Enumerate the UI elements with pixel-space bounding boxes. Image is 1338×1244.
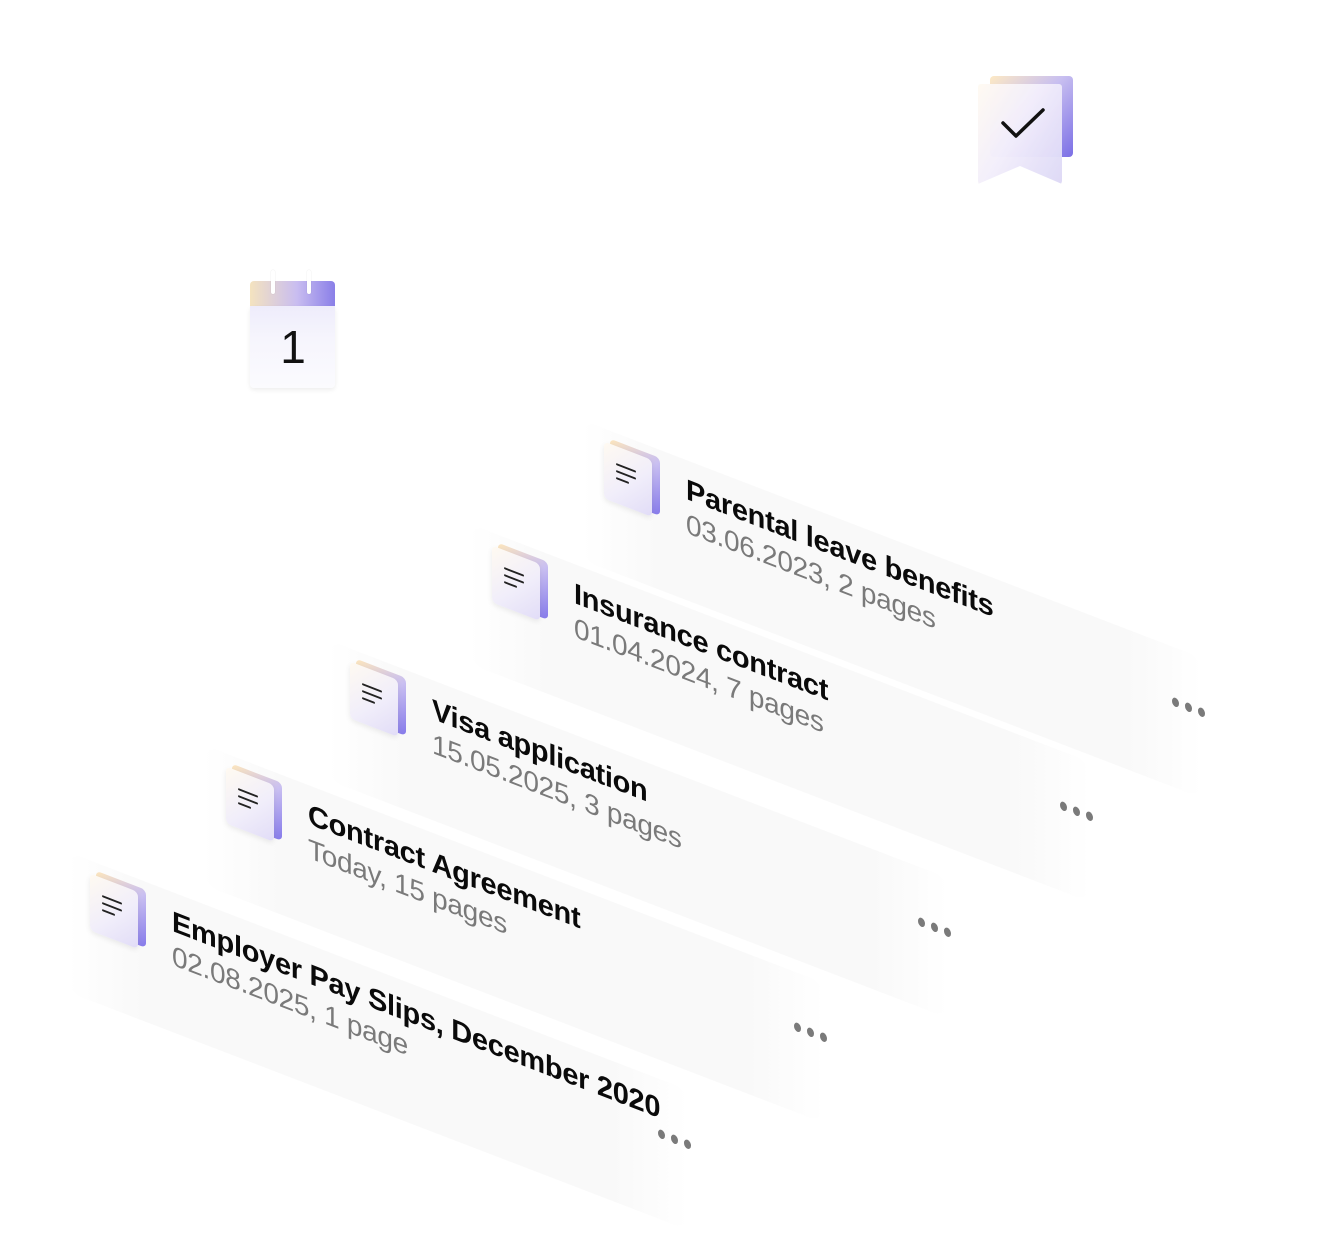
document-icon bbox=[90, 868, 146, 951]
calendar-body bbox=[250, 306, 335, 388]
more-options-button[interactable] bbox=[658, 1126, 698, 1153]
document-icon bbox=[350, 656, 406, 739]
bookmark-check-icon bbox=[976, 76, 1076, 186]
calendar-icon: 1 bbox=[249, 268, 337, 392]
document-icon bbox=[604, 436, 660, 519]
calendar-day: 1 bbox=[280, 321, 306, 373]
more-options-button[interactable] bbox=[794, 1019, 834, 1046]
checkmark-icon bbox=[1001, 108, 1045, 138]
calendar-ring bbox=[307, 270, 311, 294]
calendar-ring bbox=[271, 270, 275, 294]
document-icon bbox=[226, 761, 282, 844]
more-options-button[interactable] bbox=[918, 914, 958, 941]
more-options-button[interactable] bbox=[1172, 694, 1212, 721]
more-options-button[interactable] bbox=[1060, 798, 1100, 825]
document-icon bbox=[492, 540, 548, 623]
